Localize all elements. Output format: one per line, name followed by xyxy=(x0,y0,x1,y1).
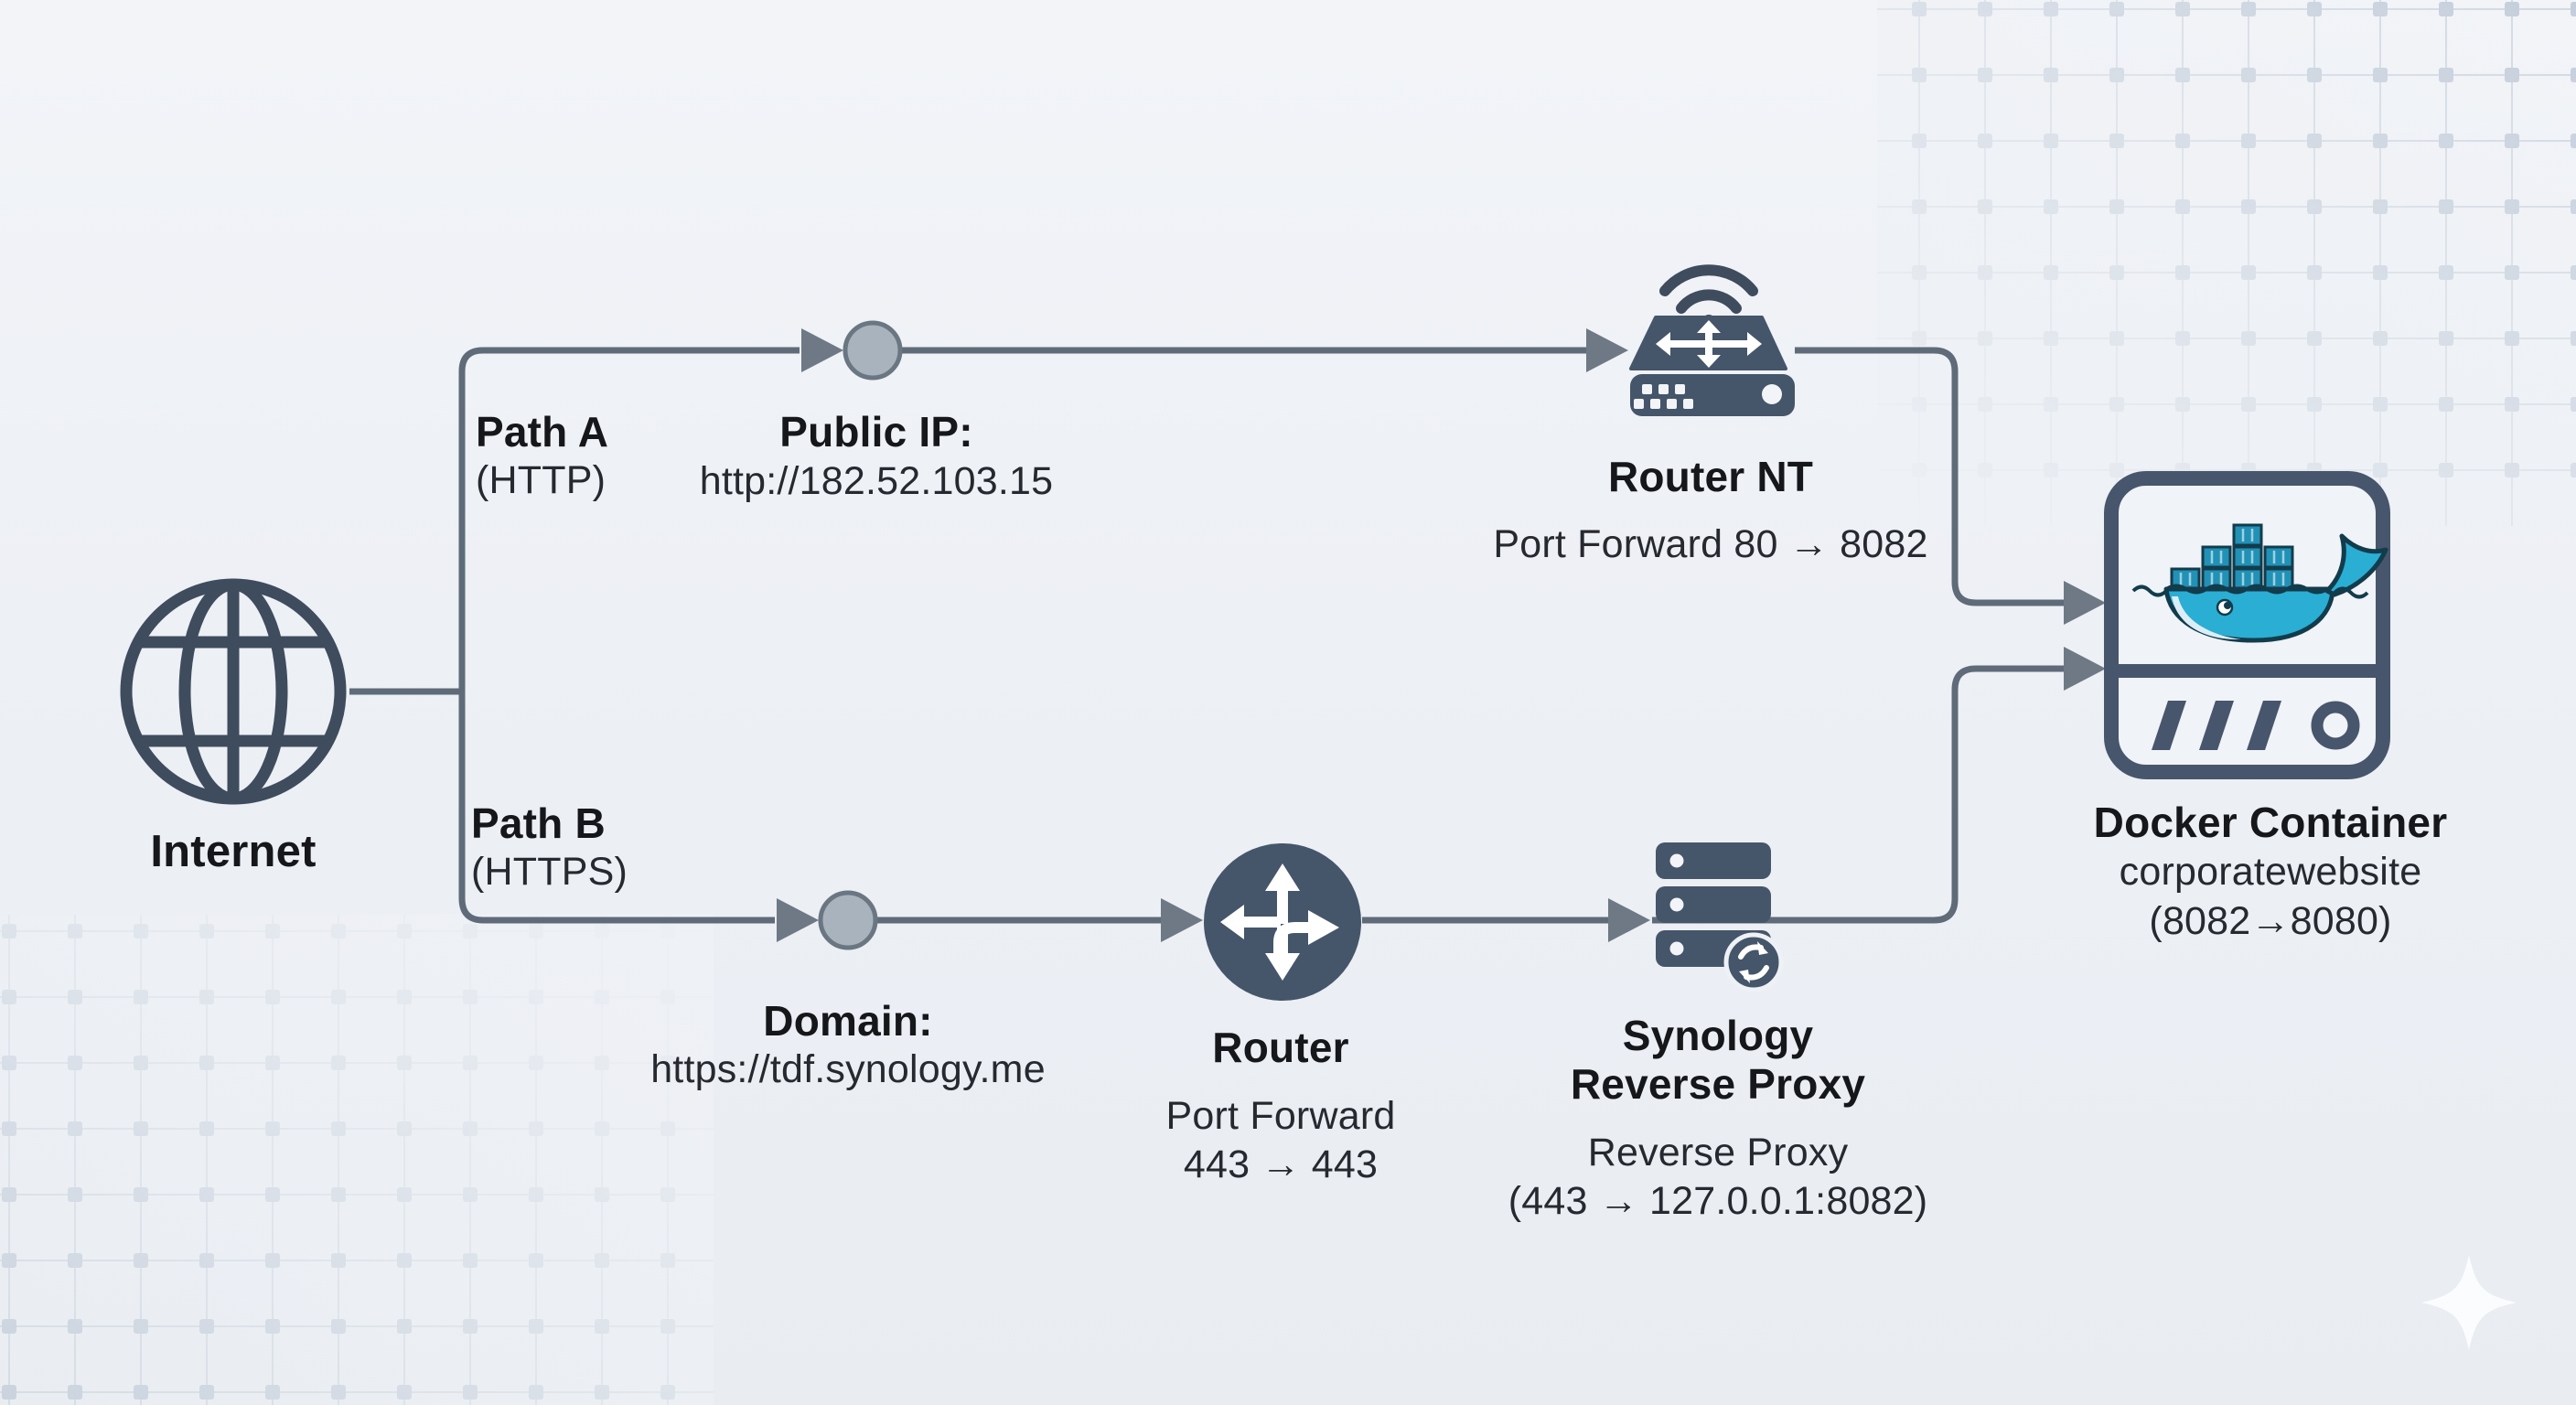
router-ports xyxy=(1634,384,1782,409)
arrow-path-b-into-docker xyxy=(2064,647,2106,691)
connector-lines xyxy=(349,347,2066,924)
internet-label: Internet xyxy=(150,827,317,876)
router-b-detail-1: Port Forward xyxy=(1165,1094,1396,1138)
docker-title: Docker Container xyxy=(2093,799,2448,846)
proxy-detail-1: Reverse Proxy xyxy=(1587,1131,1849,1174)
proxy-detail-2: (443 → 127.0.0.1:8082) xyxy=(1508,1179,1928,1223)
domain-value: https://tdf.synology.me xyxy=(650,1047,1046,1091)
arrow-into-node-b xyxy=(777,898,819,942)
sync-badge xyxy=(1723,932,1784,992)
grid-pattern-top-right xyxy=(1877,0,2576,526)
docker-box-footer xyxy=(2152,701,2281,750)
router-b-title: Router xyxy=(1212,1024,1349,1071)
router-nt-detail: Port Forward 80 → 8082 xyxy=(1493,522,1928,566)
path-b-label: Path B xyxy=(471,799,606,847)
path-a-label: Path A xyxy=(476,408,609,456)
path-b-protocol: (HTTPS) xyxy=(471,850,628,894)
arrow-path-a-into-docker xyxy=(2064,581,2106,625)
proxy-title-1: Synology xyxy=(1622,1012,1814,1059)
docker-whale-icon xyxy=(2131,523,2388,643)
sparkle-icon xyxy=(2421,1255,2517,1350)
proxy-title-2: Reverse Proxy xyxy=(1570,1060,1866,1108)
router-b-detail-2: 443 → 443 xyxy=(1183,1142,1379,1186)
public-ip-value: http://182.52.103.15 xyxy=(699,459,1054,503)
docker-led-circle xyxy=(2311,701,2360,750)
docker-container-icon xyxy=(2104,471,2390,779)
path-a-protocol: (HTTP) xyxy=(476,458,606,502)
node-circle-a xyxy=(843,320,903,381)
line-path-b-to-docker xyxy=(1652,665,2066,924)
router-cross-arrows-icon xyxy=(1204,843,1361,1001)
docker-container-name: corporatewebsite xyxy=(2119,850,2422,894)
arrow-into-router-b xyxy=(1161,898,1203,942)
node-circle-b xyxy=(818,890,878,950)
docker-ports: (8082→8080) xyxy=(2149,899,2392,943)
arrow-into-node-a xyxy=(801,328,843,372)
domain-title: Domain: xyxy=(763,997,933,1045)
wireless-router-icon xyxy=(1629,264,1795,416)
globe-icon xyxy=(120,578,347,805)
public-ip-title: Public IP: xyxy=(779,408,973,456)
arrow-into-proxy xyxy=(1608,898,1650,942)
cross-arrows-glyph xyxy=(1656,320,1762,368)
arrow-into-router-nt xyxy=(1586,328,1628,372)
arrowheads xyxy=(777,328,2106,942)
router-nt-title: Router NT xyxy=(1607,453,1814,500)
line-branch-bracket xyxy=(458,347,800,924)
grid-pattern-bottom-left xyxy=(0,915,714,1405)
server-stack-sync-icon xyxy=(1656,842,1784,992)
line-path-a-to-docker xyxy=(1795,347,2066,606)
